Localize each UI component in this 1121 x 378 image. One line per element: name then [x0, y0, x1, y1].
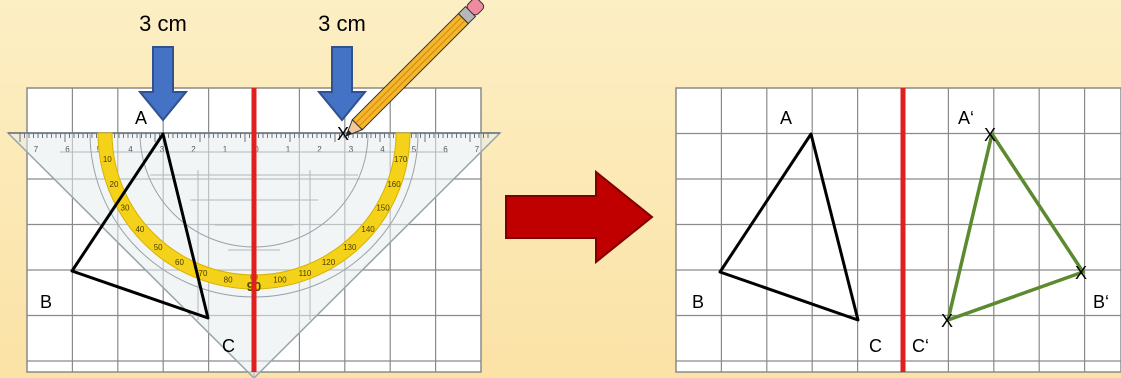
right-arrow-icon [505, 169, 654, 265]
right-vertex-a-prime-label: A‘ [958, 108, 974, 128]
left-vertex-c-label: C [222, 336, 235, 356]
left-panel: 765432101234567 102030405060708010011012… [6, 0, 502, 378]
protractor-degree-label: 170 [394, 155, 408, 164]
protractor-degree-label: 60 [175, 258, 184, 267]
ruler-number: 3 [349, 145, 354, 154]
protractor-degree-label: 130 [343, 243, 357, 252]
pencil-icon [345, 0, 485, 137]
protractor-band [97, 132, 411, 290]
left-triangle [70, 132, 210, 320]
protractor-degree-label: 80 [224, 276, 233, 285]
right-panel: X X X A B C A‘ B‘ C‘ [675, 87, 1121, 373]
ruler-number: 7 [475, 145, 480, 154]
ruler-number: 6 [443, 145, 448, 154]
protractor-degree-label: 110 [299, 269, 312, 278]
ruler-number: 7 [34, 145, 39, 154]
left-vertex-b-label: B [40, 292, 52, 312]
ruler-number: 0 [254, 145, 259, 154]
measure-label-right: 3 cm [318, 11, 366, 36]
protractor-degree-label: 160 [387, 180, 401, 189]
mark-c-prime: X [941, 311, 953, 331]
protractor-degree-label: 150 [376, 204, 390, 213]
ruler-number: 4 [380, 145, 385, 154]
ruler-number: 1 [286, 145, 291, 154]
left-vertex-a-label: A [135, 108, 147, 128]
mark-a-prime: X [984, 125, 996, 145]
down-arrow-icon-right [316, 46, 368, 122]
original-triangle [718, 132, 860, 322]
ruler-number: 3 [160, 145, 165, 154]
ruler-number: 2 [317, 145, 322, 154]
ruler-number: 5 [412, 145, 417, 154]
right-vertex-b-label: B [692, 292, 704, 312]
protractor-degree-label: 30 [121, 204, 130, 213]
mark-b-prime: X [1075, 263, 1087, 283]
ruler-number: 4 [128, 145, 133, 154]
protractor-degree-label: 20 [110, 180, 119, 189]
protractor-degree-label: 100 [273, 276, 287, 285]
right-vertex-a-label: A [780, 108, 792, 128]
ruler-number: 1 [223, 145, 228, 154]
right-vertex-c-label: C [869, 336, 882, 356]
right-vertex-b-prime-label: B‘ [1093, 292, 1109, 312]
protractor-degree-label: 10 [103, 155, 112, 164]
protractor-degree-label: 70 [199, 269, 208, 278]
left-mark-x: X [337, 124, 349, 144]
protractor-degree-label: 40 [135, 225, 144, 234]
right-vertex-c-prime-label: C‘ [912, 336, 929, 356]
measure-label-left: 3 cm [139, 11, 187, 36]
protractor-degree-label: 120 [322, 258, 336, 267]
ruler-number: 6 [65, 145, 70, 154]
mirrored-triangle [946, 132, 1085, 322]
down-arrow-icon-left [137, 46, 189, 122]
protractor-degree-label: 140 [361, 225, 375, 234]
protractor-degree-label: 50 [154, 243, 163, 252]
ruler-number: 2 [191, 145, 196, 154]
